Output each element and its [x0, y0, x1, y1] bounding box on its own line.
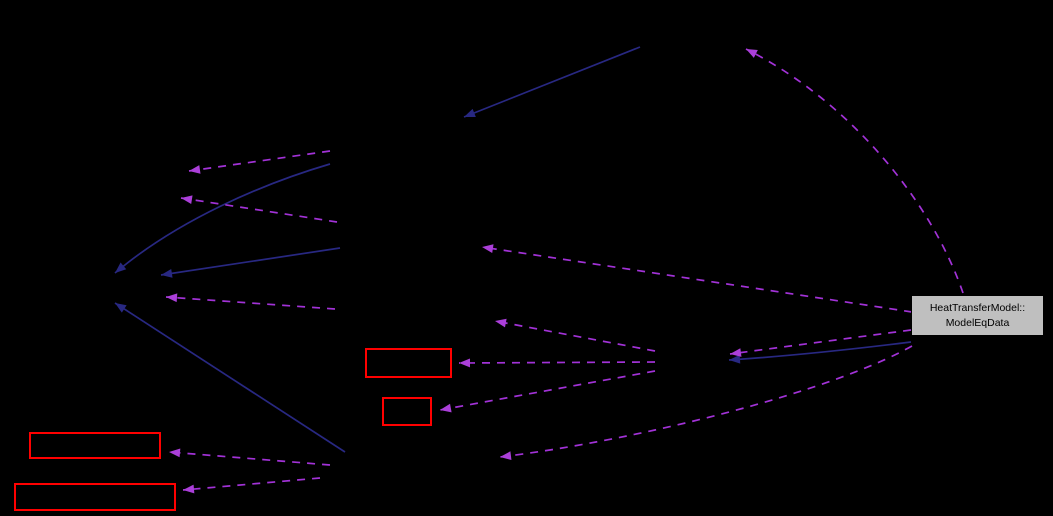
edge-group — [114, 46, 964, 494]
truncated-node-3[interactable] — [29, 432, 161, 459]
edge-dashed — [182, 477, 321, 494]
edge-dashed — [439, 370, 656, 413]
main-node-heattransfermodel-modeleqdata: HeatTransferModel:: ModelEqData — [911, 295, 1044, 336]
edge-solid — [160, 247, 341, 278]
edge-dashed — [499, 345, 913, 461]
edge-dashed — [481, 244, 913, 313]
edge-dashed — [180, 195, 338, 223]
edge-solid — [114, 302, 346, 453]
edge-dashed — [458, 358, 656, 368]
main-node-label-line2: ModelEqData — [945, 316, 1010, 329]
main-node-label-line1: HeatTransferModel:: — [929, 301, 1026, 314]
edge-dashed — [165, 293, 336, 310]
edge-solid — [463, 46, 641, 118]
edge-dashed — [494, 318, 656, 352]
edge-dashed — [188, 150, 331, 174]
truncated-node-1[interactable] — [365, 348, 452, 378]
edge-dashed — [729, 329, 912, 357]
truncated-node-4[interactable] — [14, 483, 176, 511]
truncated-node-2[interactable] — [382, 397, 432, 426]
edge-dashed — [745, 48, 964, 294]
edge-solid — [728, 341, 912, 364]
edge-dashed — [168, 448, 331, 466]
edge-solid — [114, 163, 331, 274]
